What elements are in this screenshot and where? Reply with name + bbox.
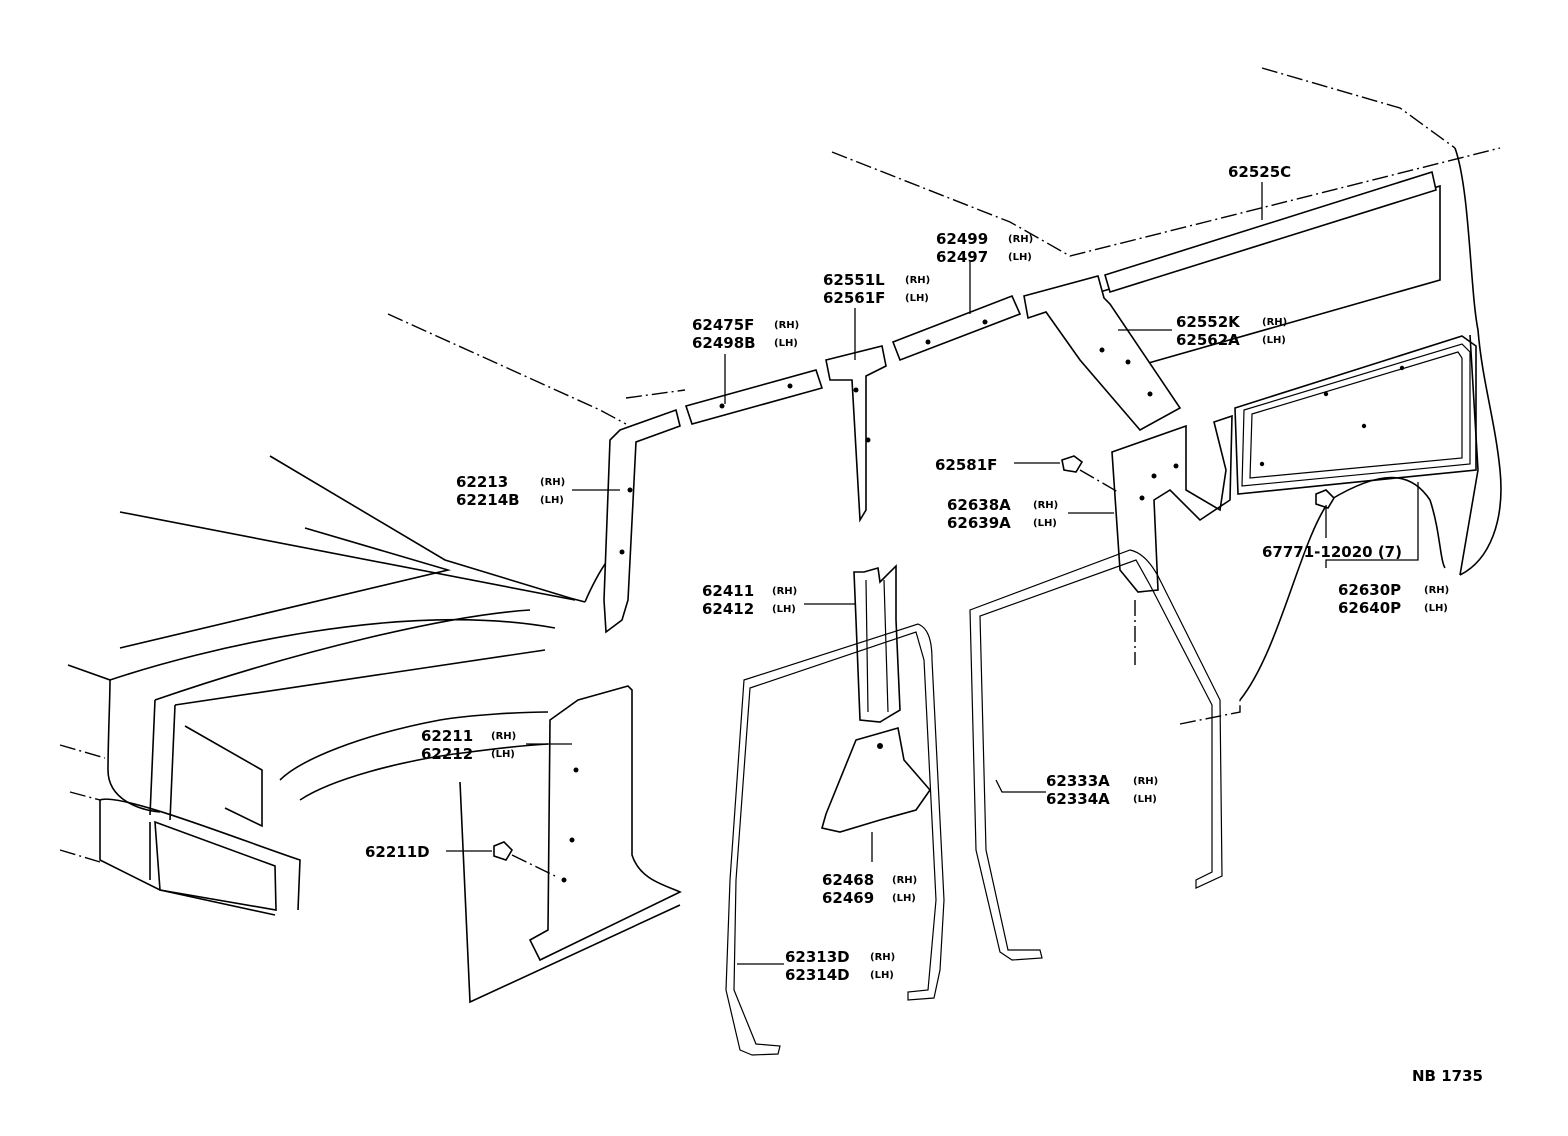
part-number-lh: 62214B — [456, 491, 520, 509]
side-label-rh: (RH) — [905, 275, 930, 286]
side-label-lh: (LH) — [1033, 518, 1057, 529]
part-number-lh: 62561F — [823, 289, 885, 307]
part-number-lh: 62314D — [785, 966, 850, 984]
part-number-lh: 62640P — [1338, 599, 1401, 617]
side-label-lh: (LH) — [772, 604, 796, 615]
callout-62525c: 62525C — [1228, 163, 1291, 181]
callout-62581f: 62581F — [935, 456, 997, 474]
part-62211-cowl-side-trim — [528, 685, 682, 962]
side-label-lh: (LH) — [491, 749, 515, 760]
callout-67771-12020: 67771-12020 (7) — [1262, 543, 1402, 561]
part-number-rh: 62468 — [822, 871, 874, 889]
side-label-rh: (RH) — [772, 586, 797, 597]
part-number-rh: 62551L — [823, 271, 885, 289]
callout-62499-62497: 62499 (RH) 62497 (LH) — [936, 230, 1033, 266]
clip-62581f — [1061, 455, 1084, 473]
side-label-rh: (RH) — [870, 952, 895, 963]
part-number-rh: 62475F — [692, 316, 754, 334]
part-number: 62211D — [365, 843, 430, 861]
side-label-rh: (RH) — [774, 320, 799, 331]
side-label-lh: (LH) — [870, 970, 894, 981]
callout-62475f-62498b: 62475F (RH) 62498B (LH) — [692, 316, 799, 352]
side-label-rh: (RH) — [1033, 500, 1058, 511]
part-number-lh: 62412 — [702, 600, 754, 618]
callout-62551l-62561f: 62551L (RH) 62561F (LH) — [823, 271, 930, 307]
callout-62411-62412: 62411 (RH) 62412 (LH) — [702, 582, 797, 618]
part-number: 62581F — [935, 456, 997, 474]
leader-lines — [446, 182, 1419, 965]
part-62552k-quarter-pillar — [1023, 275, 1182, 432]
part-62213-front-pillar — [603, 408, 681, 634]
side-label-lh: (LH) — [1262, 335, 1286, 346]
part-62525c-rail — [1104, 170, 1437, 294]
part-number-rh: 62211 — [421, 727, 473, 745]
part-number-lh: 62639A — [947, 514, 1011, 532]
callout-62468-62469: 62468 (RH) 62469 (LH) — [822, 871, 917, 907]
part-62630p-quarter-window-trim — [1241, 343, 1471, 487]
vehicle-body-outline — [59, 67, 1502, 1004]
part-62475f-roof-rail-piece — [684, 369, 824, 425]
side-label-lh: (LH) — [1424, 603, 1448, 614]
side-label-rh: (RH) — [540, 477, 565, 488]
side-label-rh: (RH) — [1424, 585, 1449, 596]
side-label-lh: (LH) — [1133, 794, 1157, 805]
side-label-lh: (LH) — [774, 338, 798, 349]
part-62333a-rear-door-weatherstrip — [969, 549, 1223, 961]
callout-62211-62212: 62211 (RH) 62212 (LH) — [421, 727, 516, 763]
part-number-rh: 62552K — [1176, 313, 1241, 331]
diagram-id-label: NB 1735 — [1412, 1067, 1483, 1085]
part-number-rh: 62499 — [936, 230, 988, 248]
side-label-lh: (LH) — [540, 495, 564, 506]
part-number: 67771-12020 (7) — [1262, 543, 1402, 561]
side-label-rh: (RH) — [491, 731, 516, 742]
part-number-lh: 62469 — [822, 889, 874, 907]
part-number-lh: 62212 — [421, 745, 473, 763]
part-62313d-front-door-weatherstrip — [725, 623, 945, 1056]
side-label-rh: (RH) — [892, 875, 917, 886]
side-label-rh: (RH) — [1008, 234, 1033, 245]
callout-62213-62214b: 62213 (RH) 62214B (LH) — [456, 473, 565, 509]
callout-62333a-62334a: 62333A (RH) 62334A (LH) — [1046, 772, 1158, 808]
part-62411-center-pillar-lower — [853, 564, 901, 723]
part-number-lh: 62562A — [1176, 331, 1240, 349]
part-number-lh: 62334A — [1046, 790, 1110, 808]
part-number: 62525C — [1228, 163, 1291, 181]
callout-62313d-62314d: 62313D (RH) 62314D (LH) — [785, 948, 895, 984]
part-number-rh: 62333A — [1046, 772, 1110, 790]
part-number-rh: 62638A — [947, 496, 1011, 514]
clip-67771-12020 — [1315, 489, 1336, 509]
side-label-rh: (RH) — [1262, 317, 1287, 328]
part-number-rh: 62213 — [456, 473, 508, 491]
callout-62630p-62640p: 62630P (RH) 62640P (LH) — [1338, 581, 1449, 617]
side-label-lh: (LH) — [892, 893, 916, 904]
part-number-rh: 62313D — [785, 948, 850, 966]
part-62551l-center-pillar-upper — [825, 345, 887, 523]
side-label-lh: (LH) — [1008, 252, 1032, 263]
callout-62552k-62562a: 62552K (RH) 62562A (LH) — [1176, 313, 1287, 349]
part-62468-center-pillar-garnish — [820, 726, 932, 833]
part-62499-roof-rail-piece — [891, 294, 1022, 362]
part-number-lh: 62498B — [692, 334, 756, 352]
part-62638a-rear-pillar-lower — [1111, 414, 1233, 593]
clip-62211d — [493, 841, 514, 861]
callout-62211d: 62211D — [365, 843, 430, 861]
side-label-lh: (LH) — [905, 293, 929, 304]
part-number-rh: 62630P — [1338, 581, 1401, 599]
side-label-rh: (RH) — [1133, 776, 1158, 787]
part-number-lh: 62497 — [936, 248, 988, 266]
callout-62638a-62639a: 62638A (RH) 62639A (LH) — [947, 496, 1058, 532]
part-number-rh: 62411 — [702, 582, 754, 600]
